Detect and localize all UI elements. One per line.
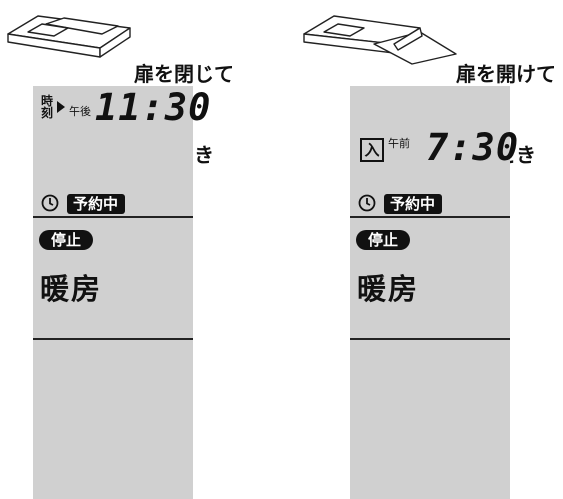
reservation-badge: 予約中 bbox=[67, 194, 126, 214]
clock-icon bbox=[41, 194, 59, 212]
clock-icon bbox=[358, 194, 376, 212]
remote-closed-icon bbox=[7, 15, 131, 58]
closed-caption-line1: 扉を閉じて bbox=[134, 62, 234, 86]
clock-time: 11:30 bbox=[95, 86, 212, 129]
mode-label: 暖房 bbox=[357, 272, 420, 306]
ampm-label: 午後 bbox=[69, 105, 91, 118]
divider bbox=[350, 216, 510, 218]
lcd-panel-closed: 時 刻 午後 11:30 予約中 停止 暖房 bbox=[33, 86, 210, 499]
divider bbox=[350, 338, 510, 340]
remote-open-icon bbox=[303, 15, 457, 65]
arrow-right-icon bbox=[57, 101, 65, 113]
open-caption-line1: 扉を開けて bbox=[456, 62, 556, 86]
divider bbox=[33, 338, 193, 340]
divider bbox=[33, 216, 193, 218]
mode-label: 暖房 bbox=[40, 272, 103, 306]
timer-on-icon: 入 bbox=[360, 138, 384, 162]
ampm-label: 午前 bbox=[388, 137, 410, 150]
status-badge: 停止 bbox=[356, 230, 411, 250]
time-label-2: 刻 bbox=[41, 106, 54, 120]
lcd-panel-open: 入 午前 7:30 予約中 停止 暖房 bbox=[350, 86, 518, 499]
status-badge: 停止 bbox=[39, 230, 94, 250]
clock-time: 7:30 bbox=[426, 126, 520, 169]
reservation-badge: 予約中 bbox=[384, 194, 443, 214]
time-label-1: 時 bbox=[41, 94, 54, 108]
